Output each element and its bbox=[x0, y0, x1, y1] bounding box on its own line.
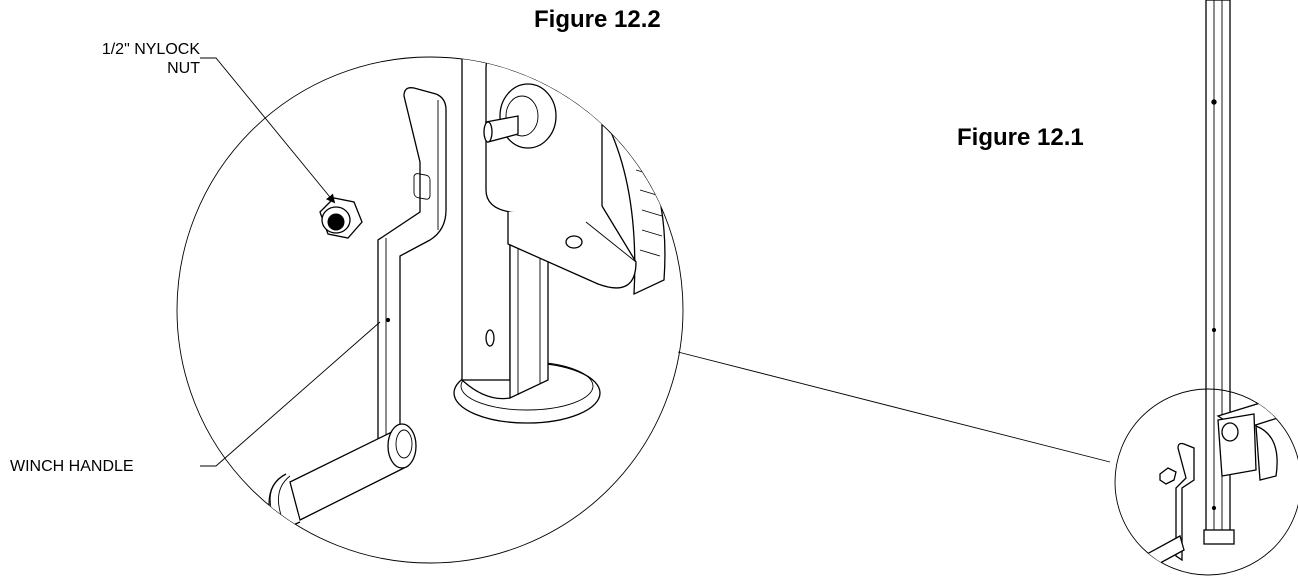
nut-callout-line1: 1/2" NYLOCK bbox=[101, 41, 200, 58]
winch-handle bbox=[377, 87, 447, 456]
winch-handle-callout: WINCH HANDLE bbox=[10, 458, 134, 475]
handle-grip bbox=[268, 423, 417, 528]
overview-assembly bbox=[1114, 0, 1298, 576]
detail-connector-line bbox=[677, 351, 1111, 463]
detail-view bbox=[176, 56, 684, 564]
detail-circle bbox=[176, 56, 684, 564]
hex-bolt bbox=[605, 109, 631, 135]
figure-12-1-title: Figure 12.1 bbox=[957, 124, 1084, 151]
figure-12-2-title: Figure 12.2 bbox=[534, 6, 661, 33]
handle-leader-line bbox=[200, 321, 381, 467]
post-hole bbox=[485, 329, 495, 347]
nut-leader-line bbox=[200, 57, 336, 204]
winch-shaft bbox=[483, 83, 557, 149]
nylock-nut bbox=[319, 197, 363, 239]
nut-callout: 1/2" NYLOCK NUT bbox=[60, 40, 200, 78]
nut-callout-line2: NUT bbox=[167, 60, 200, 77]
winch-post bbox=[461, 57, 549, 400]
overview-detail-circle bbox=[1114, 388, 1298, 576]
